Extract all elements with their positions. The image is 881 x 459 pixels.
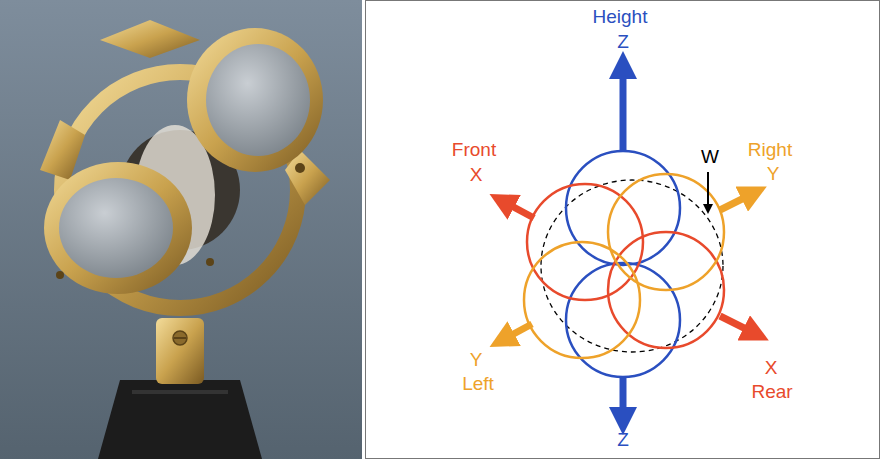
axis-label: Right bbox=[748, 139, 792, 161]
axis-label: X bbox=[470, 164, 483, 186]
axis-label: Front bbox=[452, 139, 496, 161]
axis-label: Height bbox=[593, 6, 648, 28]
axis-label: Z bbox=[617, 429, 629, 451]
axis-label: W bbox=[701, 146, 719, 168]
axis-label: Y bbox=[767, 163, 780, 185]
axis-label: Left bbox=[462, 373, 494, 395]
axis-label: Y bbox=[470, 349, 483, 371]
axis-label: X bbox=[765, 357, 778, 379]
axis-label: Z bbox=[617, 31, 629, 53]
axis-label: Rear bbox=[751, 381, 792, 403]
